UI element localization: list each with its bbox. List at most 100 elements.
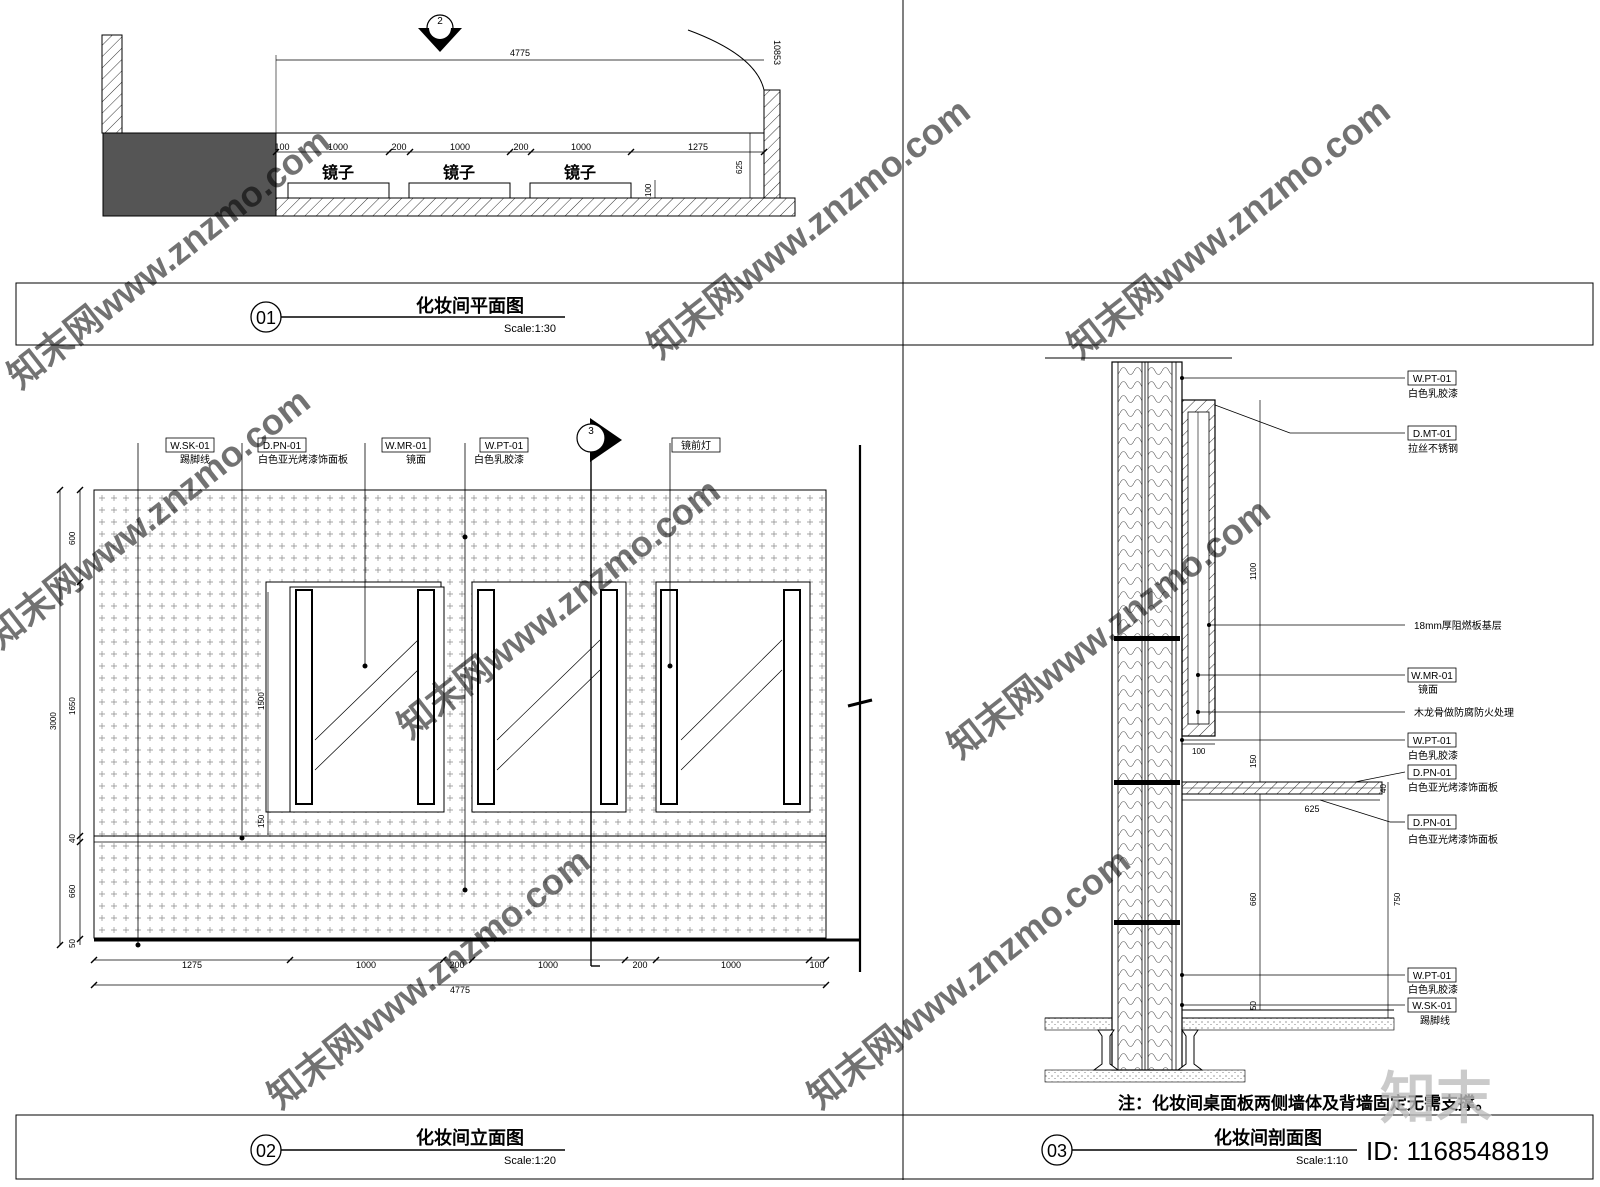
panel-number: 01 [256, 308, 276, 328]
tag-w-mr-01: W.MR-01 镜面 [1407, 667, 1457, 696]
tag-w-sk-01: W.SK-01 踢脚线 [165, 437, 215, 466]
section-drawing [1044, 357, 1406, 1083]
note-wood-keel: 木龙骨做防腐防火处理 [1414, 706, 1514, 719]
section-note: 注：化妆间桌面板两侧墙体及背墙固定无需支撑。 [1118, 1093, 1492, 1113]
elevation-mirror-3 [655, 581, 811, 813]
tag-d-pn-01-bottom: D.PN-01 白色亚光烤漆饰面板 [1407, 814, 1498, 846]
tag-code: W.SK-01 [1412, 1001, 1452, 1012]
tag-d-pn-01: D.PN-01 白色亚光烤漆饰面板 [257, 437, 348, 466]
dim-under: 660 [1249, 892, 1258, 906]
tag-w-sk-01: W.SK-01 踢脚线 [1407, 997, 1457, 1027]
tag-desc: 白色亚光烤漆饰面板 [1408, 781, 1498, 794]
tag-desc: 白色亚光烤漆饰面板 [1408, 833, 1498, 846]
tag-desc: 踢脚线 [180, 453, 210, 466]
tag-code: D.MT-01 [1413, 429, 1452, 440]
panel-title: 化妆间剖面图 [1214, 1127, 1322, 1148]
panel-number: 02 [256, 1141, 276, 1161]
tag-code: W.PT-01 [1413, 736, 1452, 747]
tag-code: D.PN-01 [1413, 768, 1452, 779]
elevation-drawing [56, 443, 873, 989]
tag-w-pt-01-top: W.PT-01 白色乳胶漆 [1407, 370, 1458, 400]
section-dimensions: 1100 100 150 40 625 660 750 50 [1192, 562, 1402, 1010]
dim-bottom: 1000 [721, 960, 741, 970]
watermark-logo: 知末 [1380, 1067, 1492, 1130]
note-fire-retardant-board: 18mm厚阻燃板基层 [1414, 619, 1502, 632]
tag-code: W.PT-01 [485, 441, 524, 452]
watermark-text: 知末网www.znzmo.com [640, 90, 978, 367]
dim-bottom: 200 [632, 960, 647, 970]
section-marker-3: 3 [576, 418, 622, 462]
dim-right: 10853 [772, 40, 782, 65]
section-marker-2: 2 [418, 14, 462, 52]
dim-left: 50 [68, 939, 77, 948]
dim-left: 1650 [68, 697, 77, 715]
tag-desc: 踢脚线 [1420, 1014, 1450, 1027]
plan-drawing [101, 29, 796, 217]
dim-overall: 4775 [510, 48, 530, 58]
dim-row: 200 [391, 142, 406, 152]
tag-mirror-light: 镜前灯 [671, 437, 721, 453]
dim-bottom-total: 4775 [450, 985, 470, 995]
dim-bottom: 1000 [538, 960, 558, 970]
dim-row: 1000 [571, 142, 591, 152]
title-block-plan: 01 化妆间平面图 Scale:1:30 [250, 295, 565, 335]
dim-bottom: 200 [449, 960, 464, 970]
dim-inner: 150 [257, 814, 266, 828]
tag-code: W.MR-01 [1411, 671, 1453, 682]
dim-vertical: 100 [644, 183, 653, 197]
panel-title: 化妆间平面图 [416, 295, 524, 316]
tag-code: D.PN-01 [263, 441, 302, 452]
sheet-frame [15, 0, 1594, 1180]
watermark-id: ID: 1168548819 [1366, 1136, 1549, 1166]
dim-vertical: 625 [735, 160, 744, 174]
dim-row: 200 [513, 142, 528, 152]
tag-w-mr-01: W.MR-01 镜面 [381, 437, 431, 466]
section-tags: W.PT-01 白色乳胶漆 D.MT-01 拉丝不锈钢 18mm厚阻燃板基层 W… [1407, 370, 1514, 1027]
marker-label: 3 [588, 426, 594, 437]
mirror-label: 镜子 [322, 163, 354, 182]
dim-base: 50 [1249, 1001, 1258, 1010]
tag-desc: 白色乳胶漆 [474, 453, 524, 466]
watermark-text: 知末网www.znzmo.com [940, 490, 1278, 767]
dim-left: 600 [68, 531, 77, 545]
dim-depth: 625 [1304, 804, 1319, 814]
panel-scale: Scale:1:30 [504, 323, 556, 335]
tag-code: W.PT-01 [1413, 971, 1452, 982]
marker-label: 2 [437, 16, 443, 27]
tag-desc: 镜面 [1418, 683, 1438, 696]
panel-scale: Scale:1:20 [504, 1155, 556, 1167]
tag-desc: 白色亚光烤漆饰面板 [258, 453, 348, 466]
tag-code: W.PT-01 [1413, 374, 1452, 385]
title-block-section: 03 化妆间剖面图 Scale:1:10 [1041, 1127, 1357, 1167]
dim-top-thickness: 40 [1379, 784, 1388, 793]
tag-code: 镜前灯 [681, 439, 711, 452]
elevation-tags: W.SK-01 踢脚线 D.PN-01 白色亚光烤漆饰面板 W.MR-01 镜面… [165, 437, 721, 466]
dim-mirror-height: 1100 [1249, 562, 1258, 580]
dim-left: 660 [68, 884, 77, 898]
dim-bottom: 100 [809, 960, 824, 970]
tag-d-pn-01-top: D.PN-01 白色亚光烤漆饰面板 [1407, 764, 1498, 794]
dim-left: 40 [68, 834, 77, 843]
tag-code: D.PN-01 [1413, 818, 1452, 829]
dim-offset: 100 [1192, 747, 1206, 756]
tag-w-pt-01-low: W.PT-01 白色乳胶漆 [1407, 967, 1458, 996]
tag-code: W.SK-01 [170, 441, 210, 452]
tag-desc: 白色乳胶漆 [1408, 983, 1458, 996]
dim-row: 100 [274, 142, 289, 152]
dim-row: 1275 [688, 142, 708, 152]
elevation-mirror-2 [471, 581, 627, 813]
dim-bottom: 1275 [182, 960, 202, 970]
mirror-label: 镜子 [564, 163, 596, 182]
panel-scale: Scale:1:10 [1296, 1155, 1348, 1167]
mirror-label: 镜子 [443, 163, 475, 182]
dim-row: 1000 [450, 142, 470, 152]
dim-left-total: 3000 [49, 712, 58, 730]
tag-w-pt-01: W.PT-01 白色乳胶漆 [474, 437, 529, 466]
elevation-mirror-1 [265, 581, 445, 813]
dim-bottom: 1000 [356, 960, 376, 970]
watermark-text: 知末网www.znzmo.com [1060, 90, 1398, 367]
tag-desc: 拉丝不锈钢 [1408, 442, 1458, 455]
elevation-dimensions: 600 1650 40 660 50 3000 1500 150 1275 10… [49, 531, 825, 995]
panel-title: 化妆间立面图 [416, 1127, 524, 1148]
